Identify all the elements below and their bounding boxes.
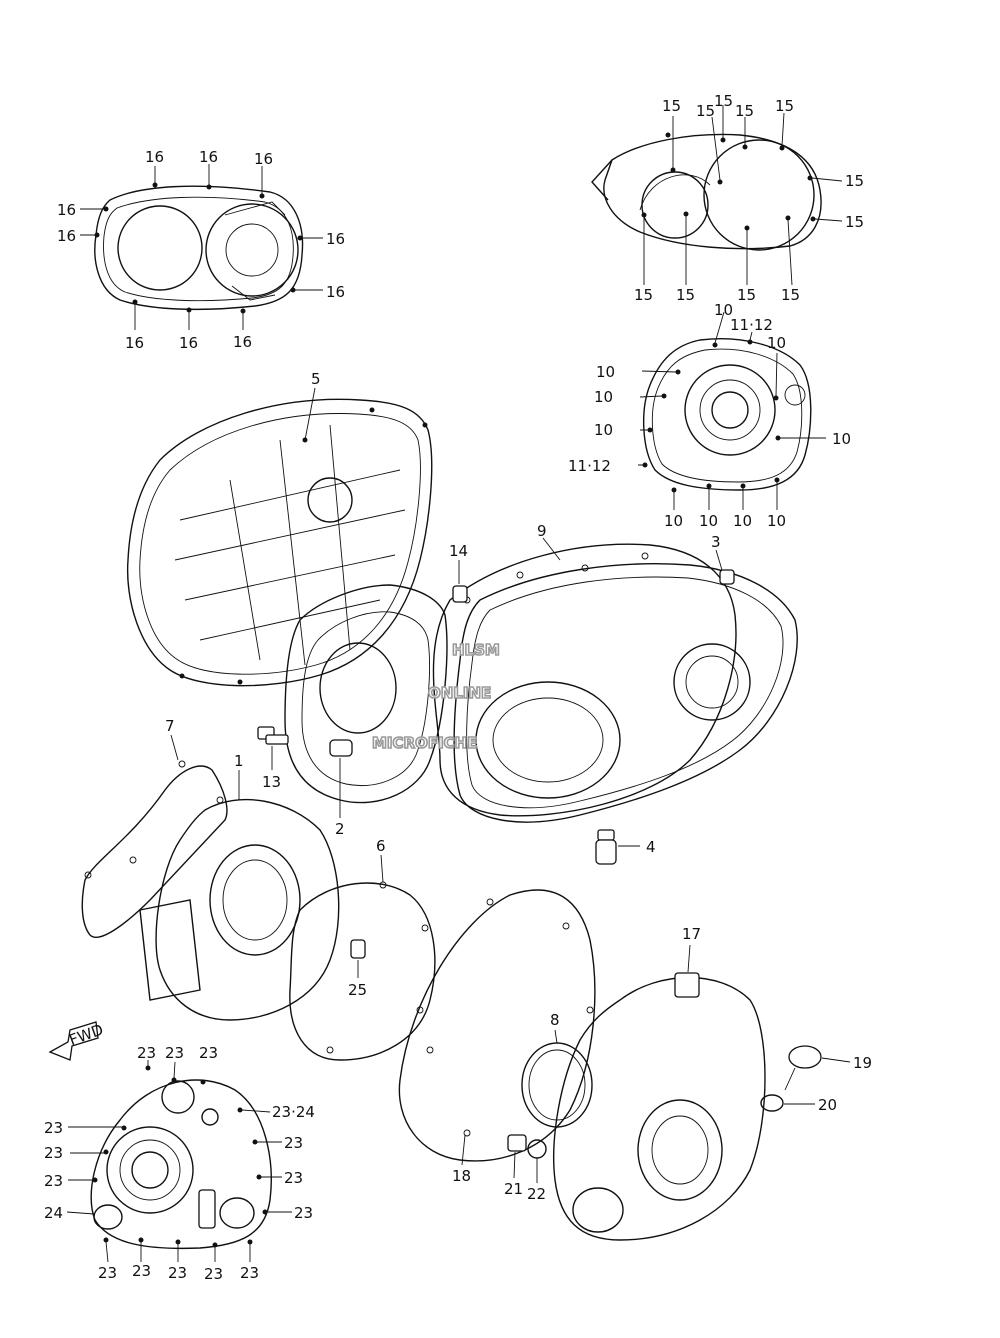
callout-10: 10 xyxy=(767,512,786,530)
cap-19 xyxy=(784,1045,851,1091)
callout-23: 23 xyxy=(165,1044,184,1062)
callout-23: 23 xyxy=(240,1264,259,1282)
callout-5: 5 xyxy=(311,370,321,388)
plug-21 xyxy=(507,1134,527,1179)
callout-2: 2 xyxy=(335,820,345,838)
callout-18: 18 xyxy=(452,1167,471,1185)
callout-15: 15 xyxy=(845,172,864,190)
callout-21: 21 xyxy=(504,1180,523,1198)
callout-6: 6 xyxy=(376,837,386,855)
callout-23: 23 xyxy=(168,1264,187,1282)
callout-25: 25 xyxy=(348,981,367,999)
callout-16: 16 xyxy=(125,334,144,352)
callout-10: 10 xyxy=(714,301,733,319)
callout-11-12: 11·12 xyxy=(568,457,611,475)
callout-10: 10 xyxy=(699,512,718,530)
callout-23: 23 xyxy=(137,1044,156,1062)
cover-outline-15 xyxy=(591,105,843,286)
callout-15: 15 xyxy=(775,97,794,115)
callout-3: 3 xyxy=(711,533,721,551)
watermark-line3: MICROFICHE xyxy=(372,734,477,752)
callout-15: 15 xyxy=(735,102,754,120)
outer-cover-5 xyxy=(126,387,433,687)
callout-23: 23 xyxy=(204,1265,223,1283)
dowel-25 xyxy=(350,939,366,978)
callout-23: 23 xyxy=(199,1044,218,1062)
watermark: HLSM ONLINE MICROFICHE xyxy=(371,640,500,753)
callout-23: 23 xyxy=(294,1204,313,1222)
callout-23-24: 23·24 xyxy=(272,1103,315,1121)
frame-2 xyxy=(284,584,448,818)
callout-15: 15 xyxy=(714,92,733,110)
callout-10: 10 xyxy=(664,512,683,530)
callout-13: 13 xyxy=(262,773,281,791)
callout-17: 17 xyxy=(682,925,701,943)
callout-4: 4 xyxy=(646,838,656,856)
callout-16: 16 xyxy=(326,283,345,301)
callout-16: 16 xyxy=(254,150,273,168)
callout-10: 10 xyxy=(596,363,615,381)
callout-19: 19 xyxy=(853,1054,872,1072)
callout-15: 15 xyxy=(737,286,756,304)
washer-22 xyxy=(527,1139,547,1183)
gasket-9 xyxy=(432,537,737,817)
clutch-cover-3 xyxy=(453,549,798,823)
bolt-13 xyxy=(257,726,289,770)
callout-14: 14 xyxy=(449,542,468,560)
callout-11-12: 11·12 xyxy=(730,316,773,334)
callout-10: 10 xyxy=(594,388,613,406)
callout-9: 9 xyxy=(537,522,547,540)
oring-20 xyxy=(760,1094,815,1112)
callout-15: 15 xyxy=(676,286,695,304)
callout-16: 16 xyxy=(326,230,345,248)
callout-16: 16 xyxy=(145,148,164,166)
callout-24: 24 xyxy=(44,1204,63,1222)
callout-labels: 16 16 16 16 16 16 16 16 16 16 15 15 15 1… xyxy=(44,92,872,1283)
callout-16: 16 xyxy=(57,201,76,219)
callout-15: 15 xyxy=(696,102,715,120)
watermark-line1: HLSM xyxy=(452,641,500,659)
callout-10: 10 xyxy=(733,512,752,530)
fwd-label: FWD xyxy=(67,1020,106,1049)
callout-16: 16 xyxy=(233,333,252,351)
callout-15: 15 xyxy=(845,213,864,231)
callout-23: 23 xyxy=(132,1262,151,1280)
callout-7: 7 xyxy=(165,717,175,735)
callout-8: 8 xyxy=(550,1011,560,1029)
callout-10: 10 xyxy=(767,334,786,352)
plug-4 xyxy=(595,829,640,865)
callout-23: 23 xyxy=(44,1144,63,1162)
callout-22: 22 xyxy=(527,1185,546,1203)
callout-16: 16 xyxy=(179,334,198,352)
dowel-14 xyxy=(452,560,468,603)
callout-10: 10 xyxy=(594,421,613,439)
gen-cover-17 xyxy=(553,944,766,1241)
small-cover-23 xyxy=(66,1060,292,1263)
callout-20: 20 xyxy=(818,1096,837,1114)
cover-plate-16 xyxy=(80,164,323,330)
fwd-arrow: FWD xyxy=(48,1020,106,1061)
callout-23: 23 xyxy=(284,1134,303,1152)
callout-23: 23 xyxy=(44,1172,63,1190)
callout-15: 15 xyxy=(781,286,800,304)
callout-1: 1 xyxy=(234,752,244,770)
callout-15: 15 xyxy=(634,286,653,304)
watermark-line2: ONLINE xyxy=(428,684,491,702)
callout-16: 16 xyxy=(199,148,218,166)
cover-10 xyxy=(638,311,826,510)
callout-15: 15 xyxy=(662,97,681,115)
callout-10: 10 xyxy=(832,430,851,448)
housing-1 xyxy=(139,770,340,1021)
callout-16: 16 xyxy=(57,227,76,245)
callout-23: 23 xyxy=(98,1264,117,1282)
gasket-18 xyxy=(398,889,596,1166)
callout-23: 23 xyxy=(284,1169,303,1187)
callout-23: 23 xyxy=(44,1119,63,1137)
